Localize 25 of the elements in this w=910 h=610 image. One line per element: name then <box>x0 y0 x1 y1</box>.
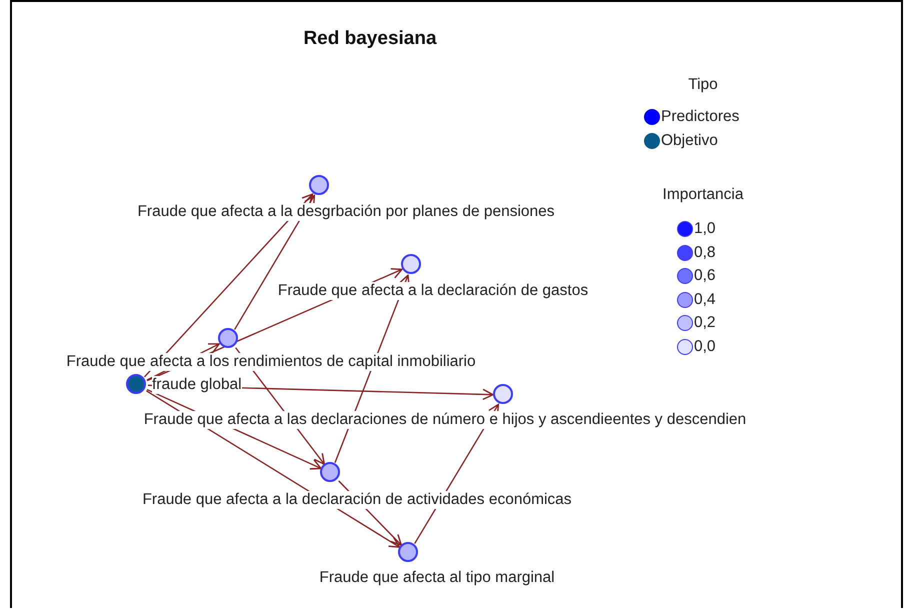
node-circle <box>218 328 238 348</box>
node-label: Fraude que afecta a las declaraciones de número e hijos y ascendieentes y descendien <box>144 411 746 429</box>
legend-heading: Tipo <box>688 76 718 94</box>
node-circle <box>398 542 418 562</box>
legend-label: 0,8 <box>694 242 716 262</box>
legend-label: Predictores <box>661 107 740 127</box>
node-label: fraude global <box>152 376 242 394</box>
node-circle <box>493 384 513 404</box>
node-label: Fraude que afecta a la declaración de actividades económicas <box>142 491 572 509</box>
node-circle <box>320 462 340 482</box>
legend-heading: Importancia <box>662 186 744 204</box>
legend-label: 1,0 <box>694 219 716 239</box>
legend-label: Objetivo <box>661 131 718 151</box>
node-label: Fraude que afecta a la desgrbación por planes de pensiones <box>137 203 555 221</box>
chart-title: Red bayesiana <box>303 28 437 50</box>
legend-label: 0,0 <box>694 336 716 356</box>
node-label: Fraude que afecta al tipo marginal <box>319 569 555 587</box>
node-label: Fraude que afecta a los rendimientos de capital inmobiliario <box>66 353 476 371</box>
node-label: Fraude que afecta a la declaración de gastos <box>278 282 588 300</box>
node-circle <box>401 254 421 274</box>
legend-label: 0,4 <box>694 290 716 310</box>
node-circle <box>309 175 329 195</box>
legend-label: 0,6 <box>694 266 716 286</box>
target-node-circle <box>126 374 146 394</box>
legend-label: 0,2 <box>694 313 716 333</box>
